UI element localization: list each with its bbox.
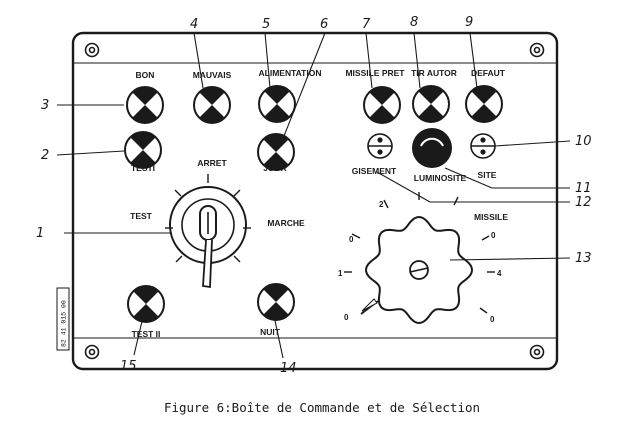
label-site: SITE	[478, 170, 497, 180]
callout-2: 2	[41, 148, 49, 163]
label-luminosite: LUMINOSITE	[414, 173, 467, 183]
luminosite-knob	[412, 128, 452, 168]
label-test2: TEST II	[132, 329, 161, 339]
lamp-test2	[127, 285, 165, 323]
figure-caption: Figure 6:Boîte de Commande et de Sélecti…	[164, 400, 480, 415]
callout-7: 7	[362, 17, 371, 32]
label-mauvais: MAUVAIS	[193, 70, 232, 80]
serial-plate: 82 41 015 00	[56, 287, 70, 351]
screw-bottom-left	[84, 344, 100, 360]
label-jour: JOUR	[263, 163, 287, 173]
label-tir-autor: TIR AUTOR	[411, 68, 457, 78]
site-switch	[470, 133, 496, 159]
label-missile: MISSILE	[474, 212, 508, 222]
panel-frame	[71, 31, 559, 371]
scale-number: 0	[491, 231, 496, 240]
lamp-jour	[257, 133, 295, 171]
callout-9: 9	[465, 15, 473, 30]
label-test: TEST	[130, 211, 153, 221]
corner-screws	[84, 42, 545, 360]
callout-3: 3	[41, 98, 49, 113]
label-gisement: GISEMENT	[352, 166, 397, 176]
screw-top-right	[529, 42, 545, 58]
lamp-test1	[124, 131, 162, 169]
leader-lines	[56, 32, 571, 359]
callout-15: 15	[120, 359, 137, 374]
label-test1: TESTI	[131, 163, 155, 173]
label-nuit: NUIT	[260, 327, 281, 337]
missile-scale-ticks	[344, 192, 495, 314]
scalloped-knob-outline	[364, 215, 474, 325]
label-alimentation: ALIMENTATION	[259, 68, 322, 78]
lamp-tir-autor	[412, 85, 450, 123]
callout-12: 12	[575, 195, 592, 210]
screw-top-left	[84, 42, 100, 58]
lamp-defaut	[465, 85, 503, 123]
mode-selector-ticks	[165, 174, 251, 263]
label-missile-pret: MISSILE PRET	[345, 68, 405, 78]
callout-6: 6	[320, 17, 328, 32]
screw-bottom-right	[529, 344, 545, 360]
callout-1: 1	[36, 226, 44, 241]
serial-number: 82 41 015 00	[61, 300, 68, 347]
lamp-mauvais	[193, 86, 231, 124]
lamp-bon	[126, 86, 164, 124]
scale-number: 0	[344, 313, 349, 322]
indicator-lamps	[124, 85, 503, 323]
gisement-switch	[367, 133, 393, 159]
label-arret: ARRET	[197, 158, 227, 168]
label-marche: MARCHE	[267, 218, 305, 228]
scale-number: 0	[349, 235, 354, 244]
scale-number: 4	[497, 269, 502, 278]
callout-8: 8	[410, 15, 418, 30]
missile-selector-knob	[344, 192, 495, 325]
panel-labels: BON MAUVAIS ALIMENTATION MISSILE PRET TI…	[130, 68, 508, 339]
lamp-missile-pret	[363, 86, 401, 124]
scale-number: 1	[338, 269, 343, 278]
callout-4: 4	[190, 17, 198, 32]
label-bon: BON	[136, 70, 155, 80]
label-defaut: DEFAUT	[471, 68, 506, 78]
callout-numbers: 1 2 3 4 5 6 7 8 9 10 11 12 13 14 15	[36, 15, 592, 376]
callout-13: 13	[575, 251, 592, 266]
callout-14: 14	[280, 361, 297, 376]
mode-selector-switch	[165, 174, 251, 289]
missile-scale-numbers: 2 0 1 0 0 4 0	[338, 200, 502, 324]
lamp-alimentation	[258, 85, 296, 123]
scale-number: 0	[490, 315, 495, 324]
callout-11: 11	[575, 181, 592, 196]
lamp-nuit	[257, 283, 295, 321]
callout-10: 10	[575, 134, 592, 149]
scale-number: 2	[379, 200, 384, 209]
callout-5: 5	[262, 17, 270, 32]
